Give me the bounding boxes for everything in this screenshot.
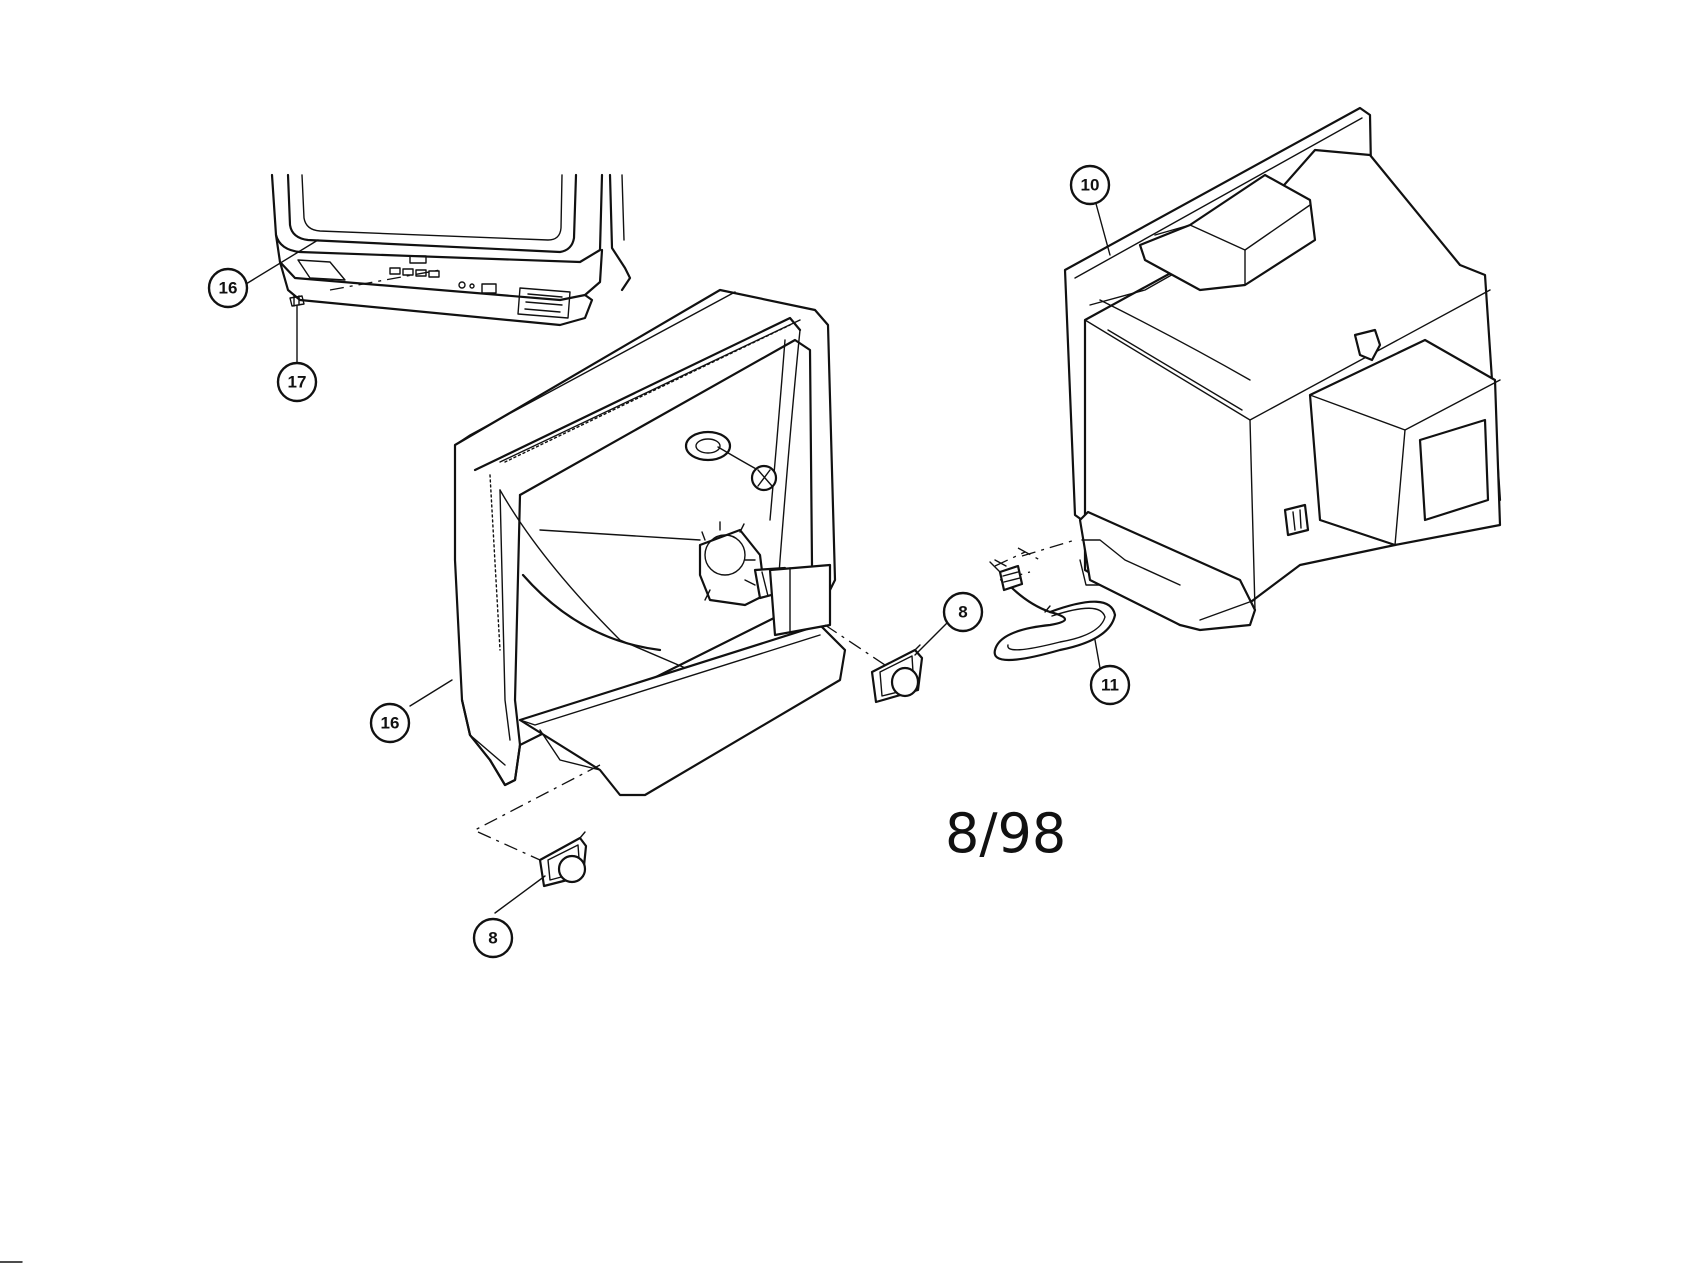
- callout-label: 17: [288, 373, 307, 392]
- callout-8-lower: 8: [472, 917, 514, 959]
- callout-10: 10: [1069, 164, 1111, 206]
- picture-tube-assembly: [1063, 106, 1502, 632]
- speaker-part-8-upper: [870, 644, 924, 704]
- tv-front-view: [270, 173, 632, 327]
- callout-17: 17: [276, 361, 318, 403]
- power-cord-11: [989, 559, 1117, 662]
- date-code: 8/98: [945, 802, 1066, 865]
- speaker-part-8-lower: [538, 831, 588, 888]
- callout-label: 16: [381, 714, 400, 733]
- callout-label: 11: [1101, 676, 1119, 695]
- callout-8-upper: 8: [942, 591, 984, 633]
- leader-lines: [245, 199, 1111, 914]
- callout-label: 16: [219, 279, 238, 298]
- callout-label: 10: [1081, 176, 1100, 195]
- callout-label: 8: [488, 929, 497, 948]
- rear-cabinet: [453, 288, 847, 797]
- callout-label: 8: [958, 603, 967, 622]
- clip-part-17: [289, 295, 305, 307]
- callout-16-lower: 16: [369, 702, 411, 744]
- callout-16-upper: 16: [207, 267, 249, 309]
- callout-11: 11: [1089, 664, 1131, 706]
